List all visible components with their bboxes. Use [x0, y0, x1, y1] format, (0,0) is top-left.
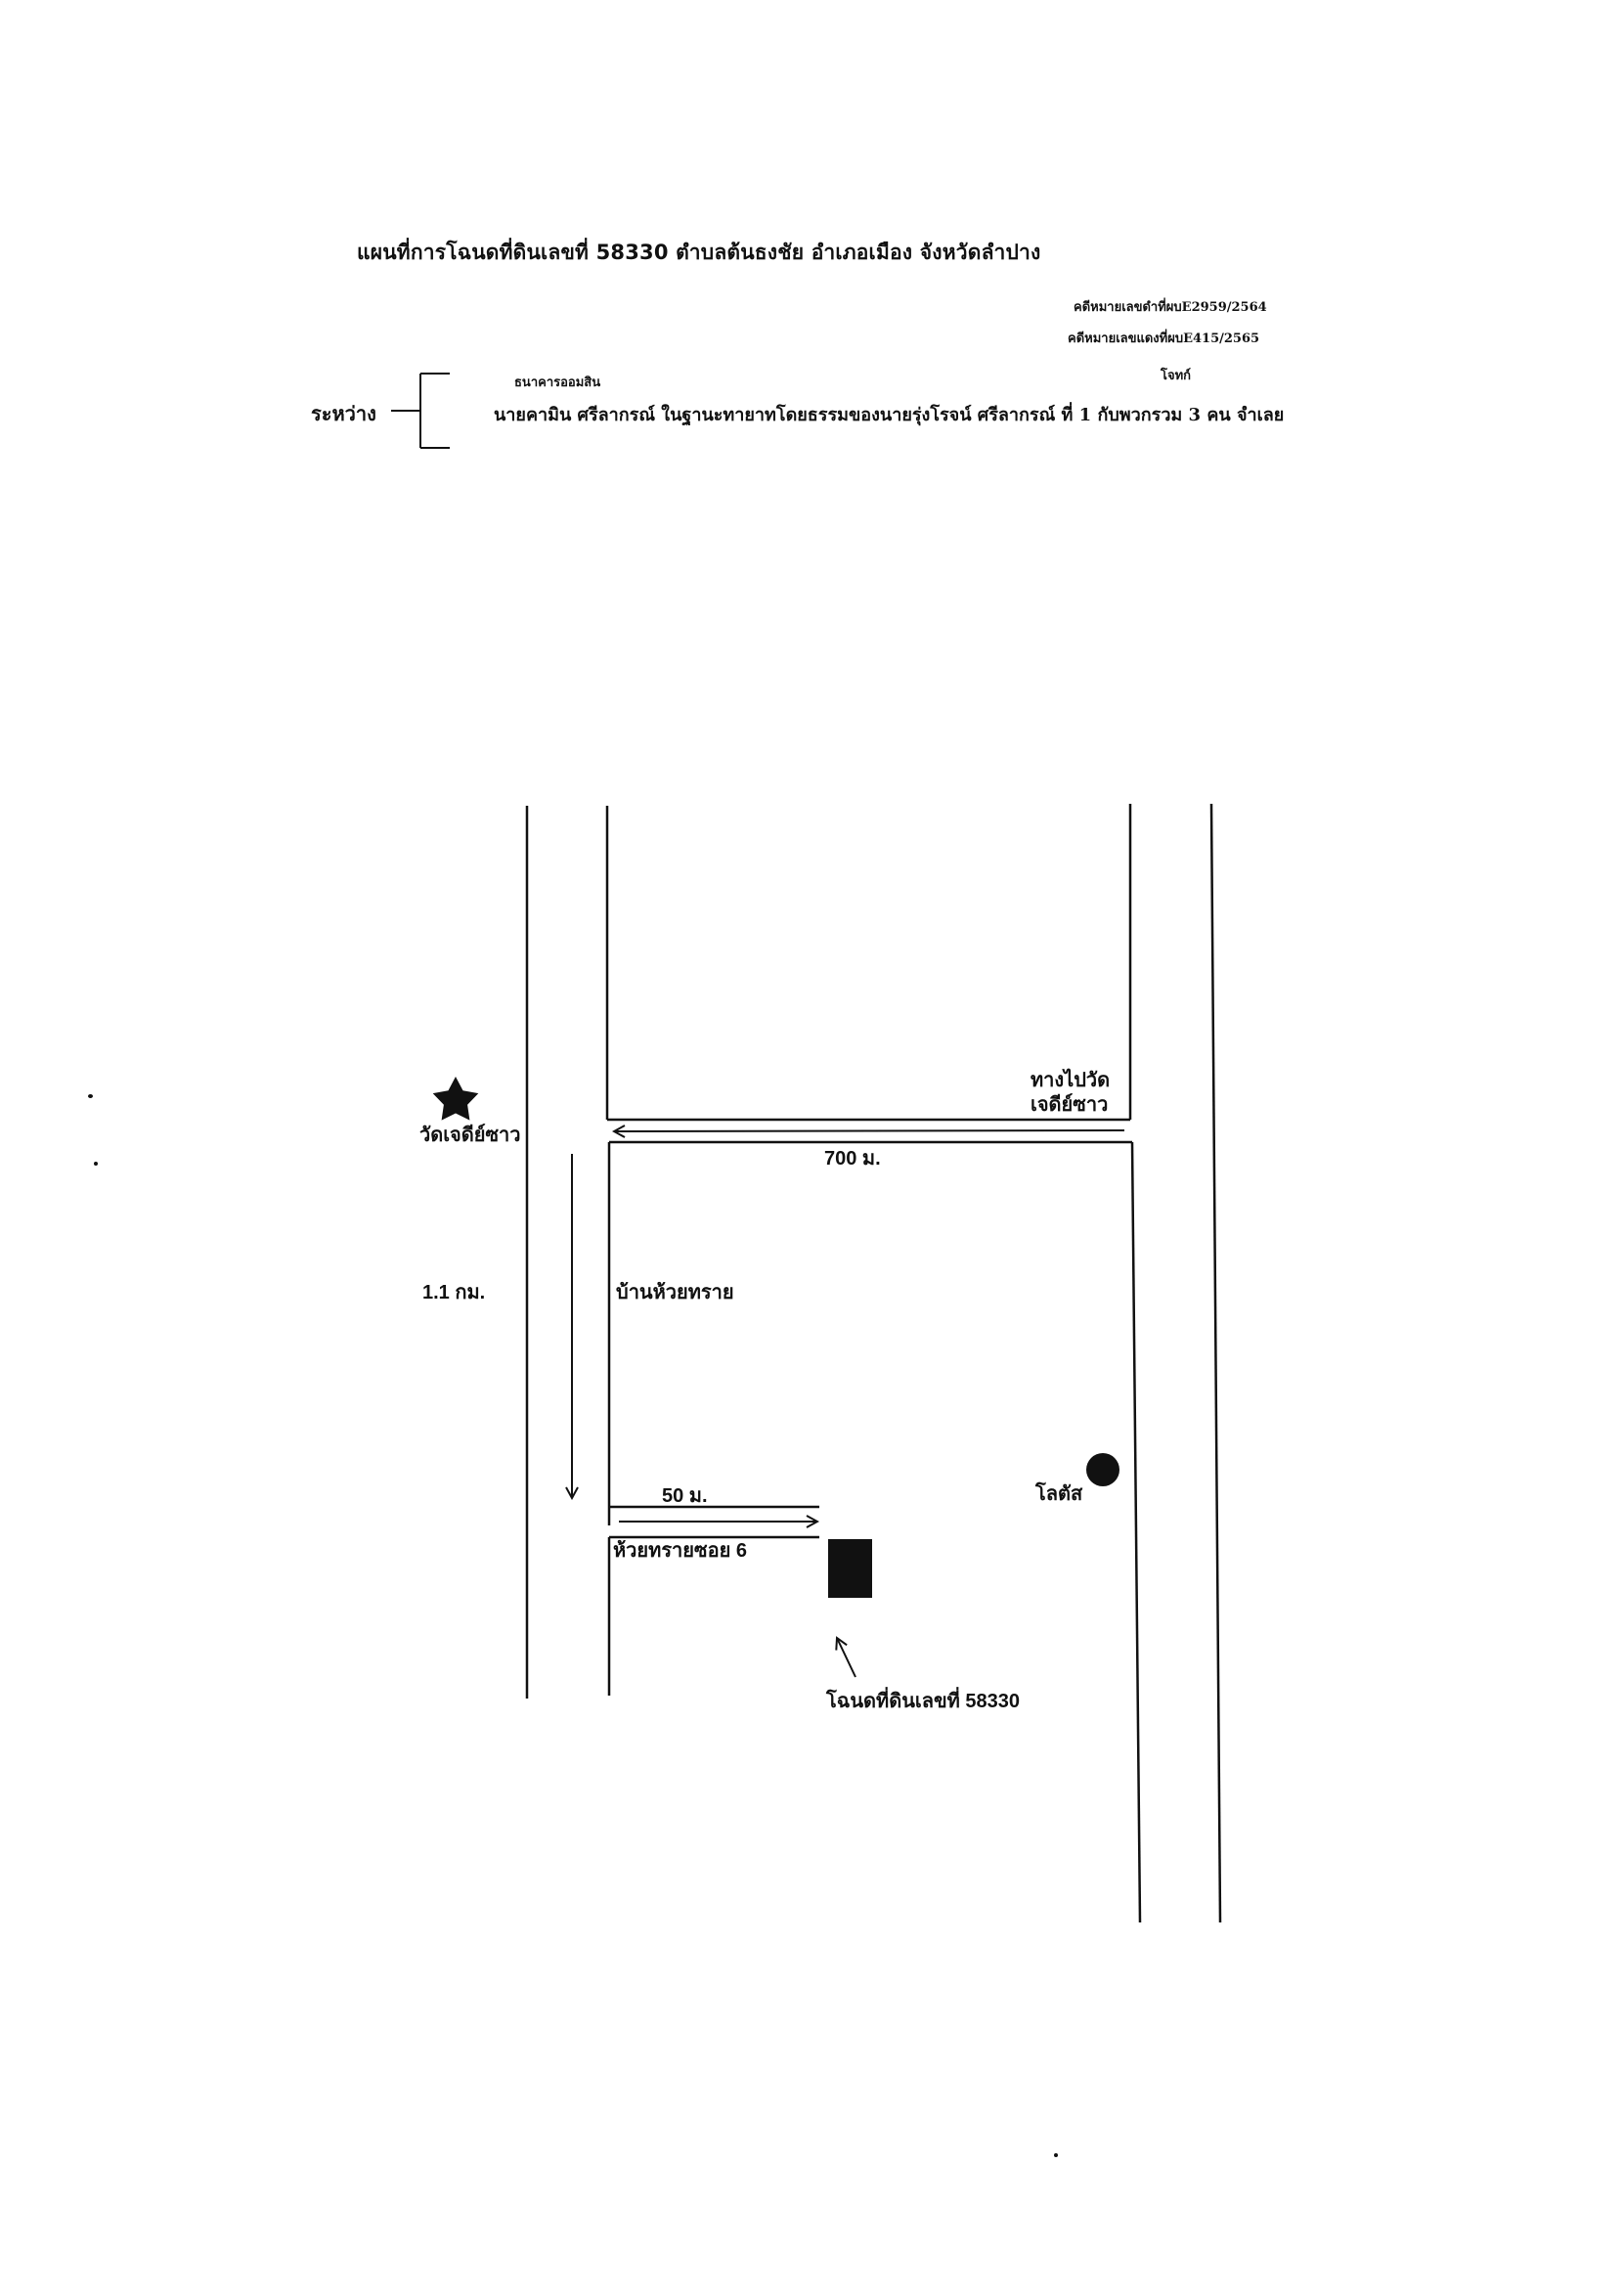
- route-to-temple-line2: เจดีย์ซาว: [1031, 1094, 1109, 1116]
- defendant-party-text: นายคามิน ศรีลากรณ์ ในฐานะทายาทโดยธรรมของ…: [494, 405, 1285, 425]
- scan-speck: [94, 1162, 98, 1166]
- arrow-to-temple: [614, 1130, 1125, 1131]
- scan-speck: [1054, 2153, 1058, 2157]
- black-case-number: คดีหมายเลขดำที่ผบE2959/2564: [1074, 300, 1267, 315]
- bank-party-label: ธนาคารออมสิน: [514, 375, 601, 390]
- soi-label: ห้วยทรายซอย 6: [613, 1540, 747, 1562]
- red-case-number: คดีหมายเลขแดงที่ผบE415/2565: [1068, 331, 1260, 346]
- deed-pointer-arrow: [837, 1638, 856, 1678]
- distance-1-1-km: 1.1 กม.: [422, 1282, 486, 1303]
- plaintiff-label: โจทก์: [1161, 369, 1192, 383]
- filled-circle-icon: [1086, 1453, 1119, 1486]
- distance-50m: 50 ม.: [662, 1485, 708, 1507]
- right-road-right-edge: [1209, 803, 1222, 1923]
- distance-700m: 700 ม.: [824, 1148, 881, 1170]
- route-to-temple-line1: ทางไปวัด: [1031, 1070, 1111, 1091]
- star-icon: [432, 1077, 479, 1121]
- between-label: ระหว่าง: [311, 402, 376, 425]
- party-bracket: [391, 373, 450, 449]
- filled-square-icon: [828, 1539, 872, 1598]
- right-road-left-edge-lower: [1130, 1141, 1142, 1923]
- temple-label: วัดเจดีย์ซาว: [419, 1125, 521, 1146]
- deed-label: โฉนดที่ดินเลขที่ 58330: [826, 1691, 1020, 1712]
- village-label: บ้านห้วยทราย: [616, 1282, 734, 1303]
- map-title: แผนที่การโฉนดที่ดินเลขที่ 58330 ตำบลต้นธ…: [357, 241, 1041, 264]
- lotus-label: โลตัส: [1035, 1483, 1083, 1505]
- scan-speck: [88, 1094, 93, 1098]
